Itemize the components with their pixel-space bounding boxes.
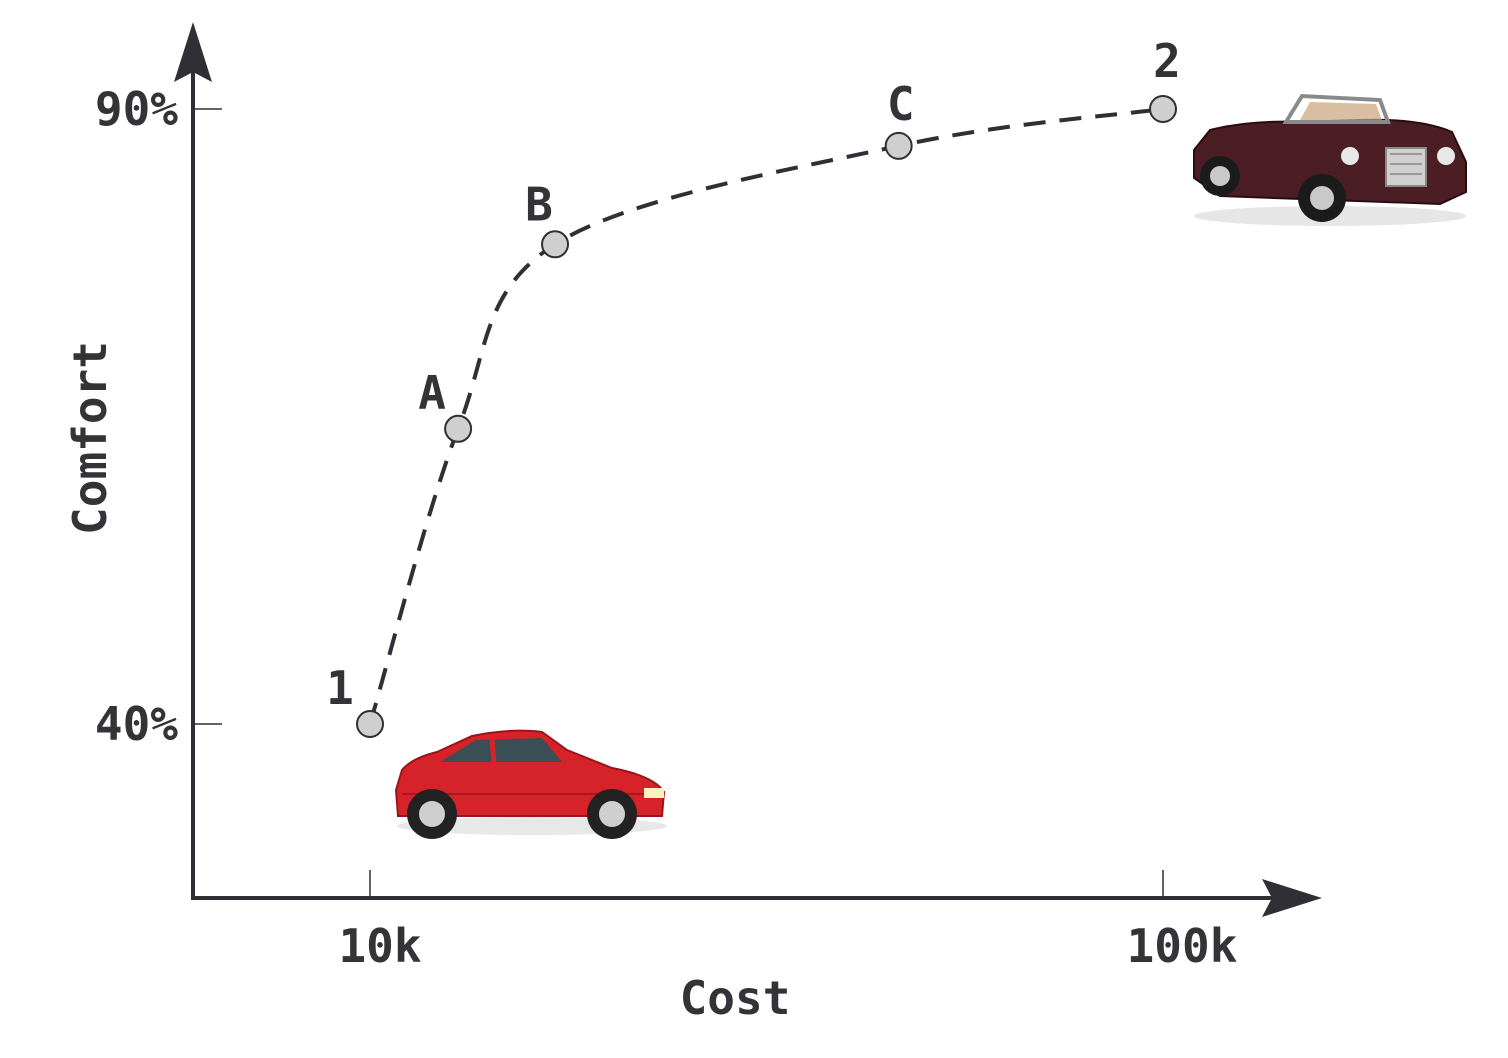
data-points: 1 A B C 2 [326,34,1181,738]
x-tick-label-10k: 10k [338,919,421,973]
series-curve [368,107,1164,725]
point-marker-1 [356,710,384,738]
y-tick-label-90: 90% [95,82,178,136]
maroon-convertible-car-image [1193,93,1467,226]
x-axis-arrowhead [1262,879,1322,917]
point-marker-2 [1149,95,1177,123]
axes [174,22,1322,917]
y-axis-label: Comfort [63,341,117,535]
point-label-1: 1 [326,661,354,715]
x-tick-label-100k: 100k [1127,919,1238,973]
y-tick-label-40: 40% [95,697,178,751]
point-marker-C [884,131,913,160]
x-axis-label: Cost [680,971,791,1025]
ticks [193,108,1164,898]
red-hatchback-car-image [394,729,667,839]
point-label-C: C [887,77,915,131]
y-axis-arrowhead [174,22,212,82]
point-label-2: 2 [1153,34,1181,88]
point-marker-B [541,230,570,259]
point-label-B: B [525,177,553,231]
point-label-A: A [418,366,446,420]
point-marker-A [444,414,473,443]
